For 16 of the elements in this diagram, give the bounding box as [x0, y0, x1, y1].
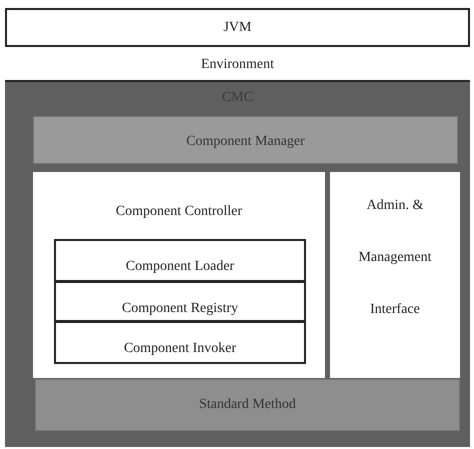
module-box [33, 116, 458, 164]
node-label: Component Invoker [122, 341, 238, 357]
module-box [33, 172, 325, 378]
module-box [330, 172, 460, 378]
module-box [35, 379, 460, 431]
node-label: Admin. & Management Interface [357, 197, 433, 319]
component-box [54, 239, 306, 282]
node-label: Standard Method [198, 397, 297, 413]
component-box [54, 321, 306, 364]
node-label: Component Loader [124, 259, 236, 275]
node-label: Environment [200, 57, 276, 73]
node-label: Component Controller [114, 204, 244, 220]
node-label: Component Registry [120, 301, 240, 317]
node-label: Component Manager [185, 134, 306, 150]
component-box [54, 281, 306, 322]
node-label: JVM [222, 20, 252, 36]
